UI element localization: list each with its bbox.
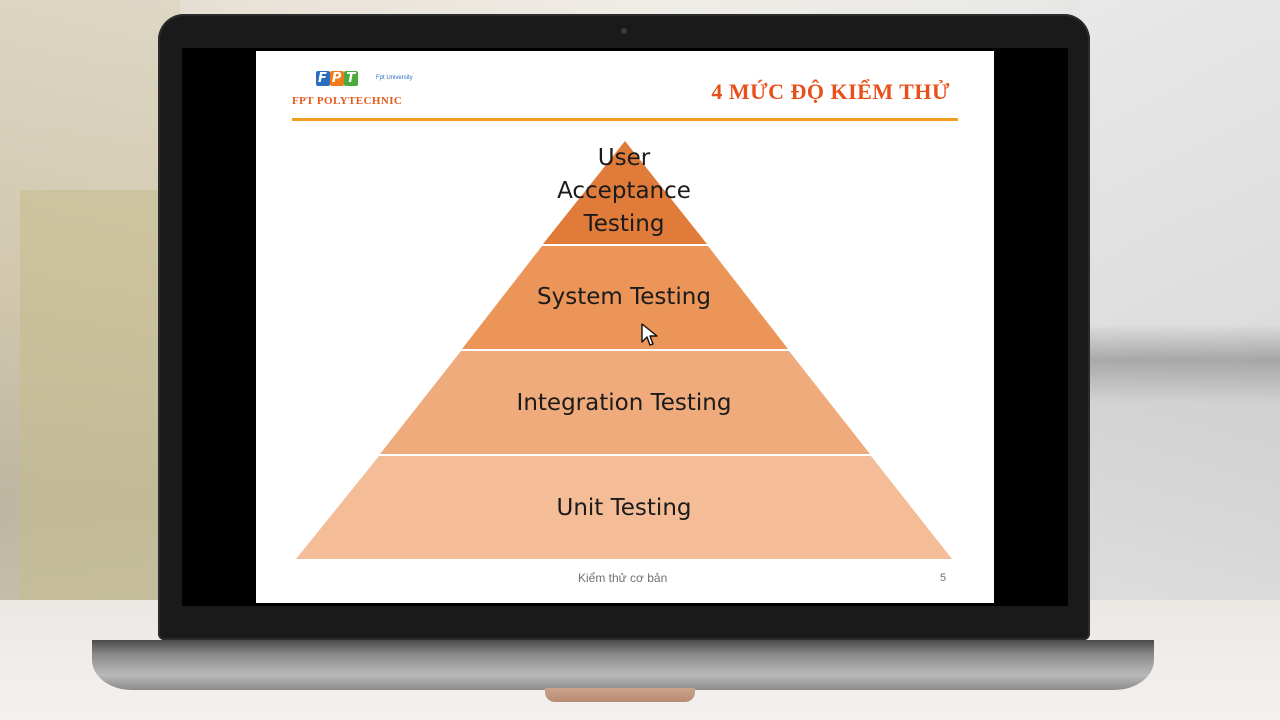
pyramid-label-system: System Testing [537,284,711,310]
pyramid-label-integration: Integration Testing [517,390,732,416]
laptop-camera [621,28,627,34]
slide-footer: Kiểm thử cơ bản [578,571,668,585]
logo-letter-p: P [329,71,345,86]
pyramid-level-integration [380,351,870,454]
slide-page-number: 5 [940,572,947,584]
laptop-notch [545,688,695,702]
logo-university-text: Fpt University [376,75,413,81]
logo-letter-f: F [316,71,330,86]
pyramid-label-unit: Unit Testing [557,495,692,521]
pyramid-level-uat [543,141,707,244]
background-left-shelf [20,190,160,610]
logo-letter-t: T [344,71,359,86]
slide-title: 4 MỨC ĐỘ KIỂM THỬ [711,79,950,104]
logo-subtitle: FPT POLYTECHNIC [292,95,403,107]
testing-pyramid: User Acceptance Testing System Testing I… [296,141,952,559]
pyramid-level-unit [296,456,952,559]
pyramid-label-uat-line2: Acceptance [557,178,691,204]
title-divider [292,118,958,121]
laptop-base [92,640,1154,690]
pyramid-label-uat-line3: Testing [583,211,665,237]
pyramid-label-uat-line1: User [598,145,651,171]
mouse-cursor-icon [641,323,658,346]
pyramid-level-system [462,246,788,349]
